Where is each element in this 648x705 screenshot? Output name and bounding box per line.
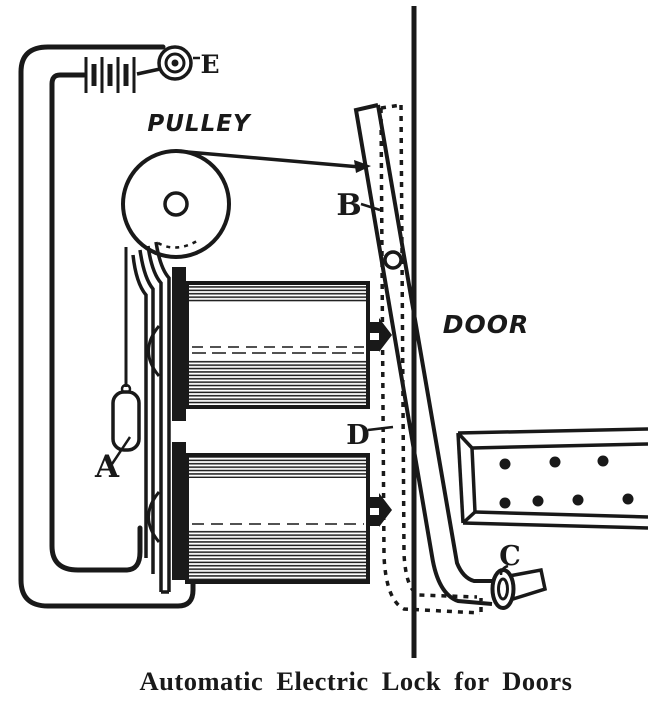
pulley-cord — [175, 149, 361, 169]
label-c-leader — [499, 564, 509, 576]
screw-dot — [532, 495, 544, 507]
lever-pivot — [383, 250, 403, 270]
battery-symbol — [84, 57, 161, 93]
pole-bump-top — [147, 325, 161, 377]
magnet-coil-top — [172, 267, 392, 421]
label-pulley: PULLEY — [147, 111, 252, 137]
pulley-wheel — [121, 149, 231, 259]
label-a: A — [94, 449, 120, 485]
magnet-coil-bottom — [172, 442, 392, 584]
label-d-leader — [367, 425, 394, 432]
coil-terminal-top — [368, 318, 392, 352]
strike-plate — [456, 427, 648, 530]
armature-bracket — [131, 241, 171, 594]
wire-loop-outer — [18, 44, 196, 609]
weight-a — [111, 390, 141, 452]
screw-dot — [572, 494, 584, 506]
lever-b — [353, 103, 493, 606]
label-leaders — [110, 202, 509, 576]
terminal-e-icon — [157, 45, 200, 81]
pulley-hidden-edge — [157, 239, 198, 249]
cord-anchor — [354, 160, 371, 173]
label-b-leader — [360, 202, 381, 212]
screw-dot — [499, 497, 511, 509]
label-a-leader — [110, 436, 132, 465]
screw-dot — [549, 456, 561, 468]
figure-caption: Automatic Electric Lock for Doors — [140, 666, 573, 696]
coil-terminal-bottom — [368, 493, 392, 527]
screw-dot — [499, 458, 511, 470]
label-e: E — [200, 50, 219, 79]
wire-loop-inner — [49, 72, 143, 573]
lever-dashed-outline — [379, 103, 483, 615]
handle-c-knob — [490, 567, 548, 610]
screw-dot — [597, 455, 609, 467]
label-door: DOOR — [443, 310, 530, 339]
screw-dot — [622, 493, 634, 505]
label-c: C — [499, 541, 521, 572]
label-d: D — [346, 420, 369, 451]
pole-bump-bottom — [147, 491, 161, 543]
strike-plate-screws — [499, 455, 634, 509]
label-b: B — [336, 188, 361, 223]
